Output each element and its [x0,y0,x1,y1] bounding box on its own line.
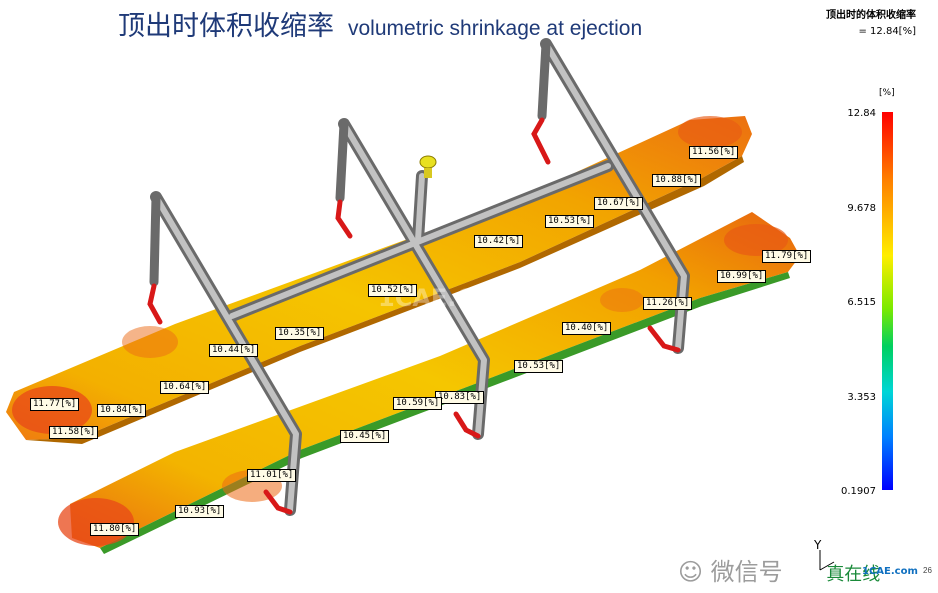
label-top-2: 10.88[%] [652,174,702,187]
label-bottom-8: 10.45[%] [340,430,390,443]
label-top-6: 10.52[%] [368,284,418,297]
label-bottom-3: 11.26[%] [643,297,693,310]
result-readout: 顶出时的体积收缩率 = 12.84[%] [826,8,916,40]
runner-system [149,38,690,516]
page-number: 26 [923,566,932,575]
label-top-10: 11.77[%] [30,398,80,411]
legend-unit: [%] [879,88,895,98]
legend-tick-min: 0.1907 [841,486,876,497]
label-top-5: 10.42[%] [474,235,524,248]
sprue-icon [419,155,437,178]
label-top-3: 10.67[%] [594,197,644,210]
label-top-4: 10.53[%] [545,215,595,228]
wechat-icon: ☺ [678,558,704,586]
label-top-8: 10.44[%] [209,344,259,357]
slide-title: 顶出时体积收缩率 volumetric shrinkage at ejection [118,4,642,43]
watermark-site: 1CAE.com [862,566,918,577]
legend-tick-2: 9.678 [847,203,876,214]
label-top-9: 10.64[%] [160,381,210,394]
watermark-brand: 真在线 [826,564,881,585]
label-bottom-7: 10.59[%] [393,397,443,410]
label-bottom-11: 11.80[%] [90,523,140,536]
label-bottom-10: 10.93[%] [175,505,225,518]
label-bottom-6: 10.83[%] [435,391,485,404]
result-value: = 12.84[%] [858,26,917,37]
title-english: volumetric shrinkage at ejection [348,17,643,40]
watermark-text: 微信号 [710,558,783,586]
axis-y-label: Y [814,538,822,552]
label-bottom-9: 11.01[%] [247,469,297,482]
legend-tick-3: 6.515 [847,297,876,308]
label-bottom-5: 10.53[%] [514,360,564,373]
label-top-7: 10.35[%] [275,327,325,340]
axis-triad: Y [814,538,835,571]
label-bottom-4: 10.40[%] [562,322,612,335]
gates [147,117,681,515]
label-top-12: 11.58[%] [49,426,99,439]
legend-color-bar [882,112,893,490]
legend-tick-max: 12.84 [847,108,876,119]
title-chinese: 顶出时体积收缩率 [118,11,334,42]
label-bottom-2: 10.99[%] [717,270,767,283]
label-bottom-1: 11.79[%] [762,250,812,263]
result-name: 顶出时的体积收缩率 [826,10,916,21]
label-top-11: 10.84[%] [97,404,147,417]
label-top-1: 11.56[%] [689,146,739,159]
watermark: ☺ 微信号 真在线 [678,552,880,587]
legend-tick-4: 3.353 [847,392,876,403]
axis-arrow-icon [819,550,835,571]
